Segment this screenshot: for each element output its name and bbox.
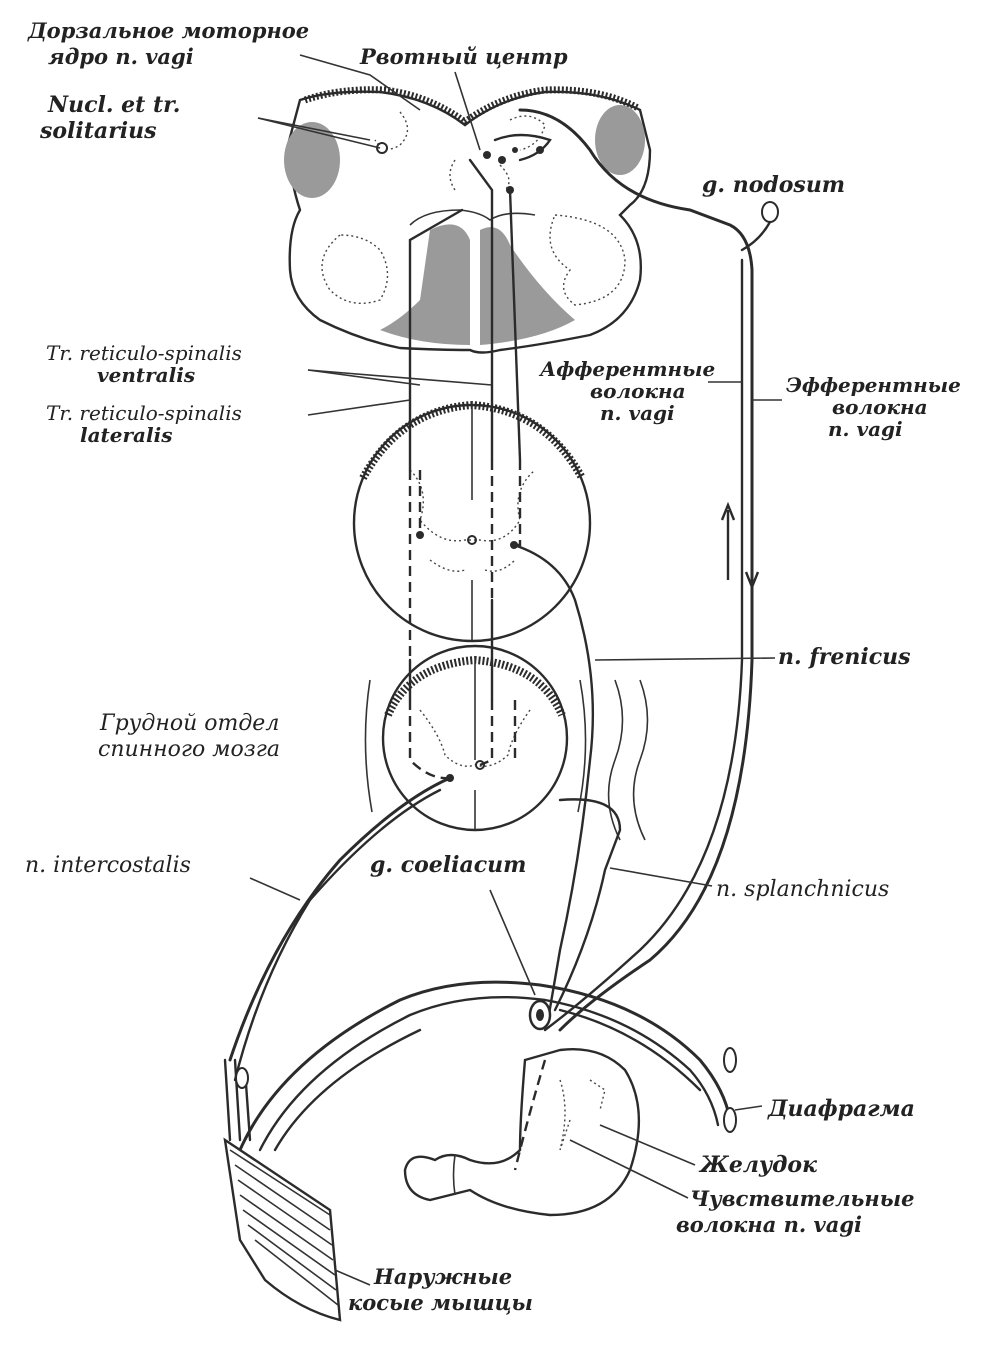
label-n-intercostalis: n. intercostalis bbox=[25, 853, 191, 878]
medulla-section bbox=[284, 86, 652, 354]
label-tr-lat-2: lateralis bbox=[80, 423, 172, 447]
label-efferent-2: волокна bbox=[832, 395, 928, 419]
label-sensory-1: Чувствительные bbox=[690, 1186, 914, 1211]
label-n-splanchnicus: n. splanchnicus bbox=[716, 877, 889, 902]
pathways bbox=[228, 108, 779, 1082]
label-afferent-3: n. vagi bbox=[600, 401, 675, 425]
oblique-muscles bbox=[223, 1058, 342, 1322]
label-thoracic-2: спинного мозга bbox=[98, 737, 280, 762]
spinal-cord-thoracic bbox=[364, 644, 649, 841]
spinal-cord-cervical bbox=[352, 400, 592, 643]
label-dorsal-motor-2: ядро n. vagi bbox=[48, 44, 194, 69]
label-nucl-2: solitarius bbox=[39, 118, 157, 144]
label-tr-ventr-2: ventralis bbox=[97, 363, 195, 387]
label-diaphragm: Диафрагма bbox=[767, 1096, 915, 1122]
label-dorsal-motor-1: Дорзальное моторное bbox=[27, 18, 309, 43]
label-tr-lat-1: Tr. reticulo-spinalis bbox=[46, 401, 242, 425]
leader-lines bbox=[249, 54, 782, 1286]
label-g-nodosum: g. nodosum bbox=[702, 172, 845, 198]
label-n-frenicus: n. frenicus bbox=[778, 644, 911, 670]
label-g-coeliacum: g. coeliacum bbox=[370, 852, 526, 878]
diaphragm bbox=[238, 980, 737, 1152]
labels: Дорзальное моторное ядро n. vagi Рвотный… bbox=[25, 18, 961, 1315]
label-sensory-2: волокна n. vagi bbox=[676, 1212, 862, 1237]
label-tr-ventr-1: Tr. reticulo-spinalis bbox=[46, 341, 242, 365]
label-efferent-1: Эфферентные bbox=[786, 373, 961, 397]
label-afferent-2: волокна bbox=[590, 379, 686, 403]
label-thoracic-1: Грудной отдел bbox=[99, 711, 279, 736]
stomach bbox=[403, 1048, 641, 1217]
label-nucl-1: Nucl. et tr. bbox=[47, 92, 180, 118]
label-muscles-2: косые мышцы bbox=[348, 1290, 533, 1315]
label-efferent-3: n. vagi bbox=[828, 417, 903, 441]
label-vomit-center: Рвотный центр bbox=[359, 44, 568, 69]
label-muscles-1: Наружные bbox=[373, 1264, 512, 1289]
label-stomach: Желудок bbox=[698, 1152, 817, 1178]
label-afferent-1: Афферентные bbox=[538, 357, 715, 381]
